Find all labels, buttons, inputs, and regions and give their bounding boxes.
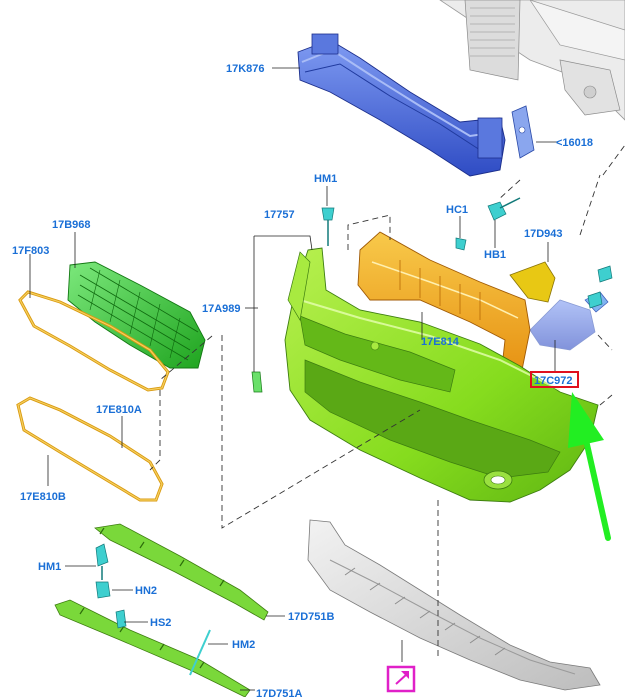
vehicle-front-structure (439, 0, 625, 121)
label-17C972: 17C972 (534, 375, 573, 387)
bumper-undertray (307, 519, 601, 691)
highlight-box-17C972 (530, 371, 579, 388)
front-bumper-cover (284, 247, 599, 503)
label-hm1-bottom: HM1 (38, 561, 61, 573)
label-17A989: 17A989 (202, 303, 241, 315)
leader-lines (29, 67, 558, 691)
label-17B968: 17B968 (52, 219, 91, 231)
view-arrow-icon (386, 665, 416, 693)
grille-surround-upper (18, 290, 170, 392)
label-hb1: HB1 (484, 249, 506, 261)
reference-lines (149, 144, 625, 660)
lower-spoiler-strips (54, 523, 269, 697)
label-17E810A: 17E810A (96, 404, 142, 416)
label-17D751B: 17D751B (288, 611, 335, 623)
label-17K876: 17K876 (226, 63, 265, 75)
lower-grille-surround (16, 396, 164, 502)
label-17757: 17757 (264, 209, 295, 221)
fasteners (251, 197, 613, 393)
label-hc1: HC1 (446, 204, 468, 216)
callout-labels: 17K876 <16018 HM1 17757 HC1 HB1 17D943 1… (12, 63, 593, 697)
bumper-reinforcement-beam (297, 33, 506, 177)
bracket-16018 (511, 105, 535, 159)
side-bracket-17D943 (509, 261, 556, 303)
label-hs2: HS2 (150, 617, 171, 629)
label-16018: <16018 (556, 137, 593, 149)
label-17D943: 17D943 (524, 228, 563, 240)
lower-fasteners (95, 543, 211, 676)
label-hm2: HM2 (232, 639, 255, 651)
label-hm1-top: HM1 (314, 173, 337, 185)
label-17E814: 17E814 (421, 336, 460, 348)
label-17D751A: 17D751A (256, 688, 303, 697)
label-17E810B: 17E810B (20, 491, 66, 503)
pointer-arrow-icon (568, 392, 611, 541)
label-17F803: 17F803 (12, 245, 49, 257)
label-hn2: HN2 (135, 585, 157, 597)
